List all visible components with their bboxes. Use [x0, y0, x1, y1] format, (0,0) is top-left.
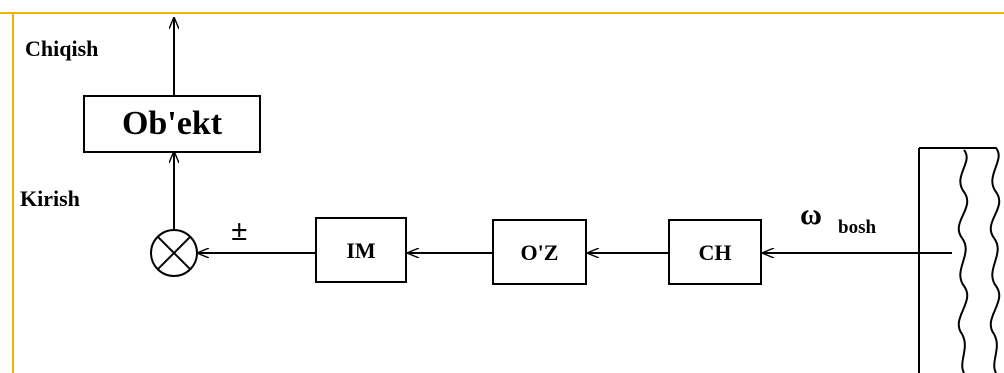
setpoint-symbol: ω	[800, 198, 822, 231]
comparator-symbol	[150, 229, 198, 277]
ch-block-label: CH	[699, 240, 732, 265]
im-block-label: IM	[346, 238, 376, 263]
source-plate	[918, 147, 1001, 373]
input-label: Kirish	[20, 186, 80, 211]
oz-block-label: O'Z	[521, 240, 559, 265]
setpoint-label: ω bosh	[800, 198, 876, 238]
sign-label: ±	[231, 214, 247, 247]
ch-block: CH	[668, 219, 762, 285]
im-block: IM	[315, 217, 407, 283]
object-block-label: Ob'ekt	[122, 105, 223, 142]
setpoint-subscript: bosh	[838, 217, 876, 238]
output-label: Chiqish	[25, 36, 98, 61]
oz-block: O'Z	[492, 219, 587, 285]
image-frame	[0, 12, 1004, 373]
object-block: Ob'ekt	[83, 95, 261, 153]
